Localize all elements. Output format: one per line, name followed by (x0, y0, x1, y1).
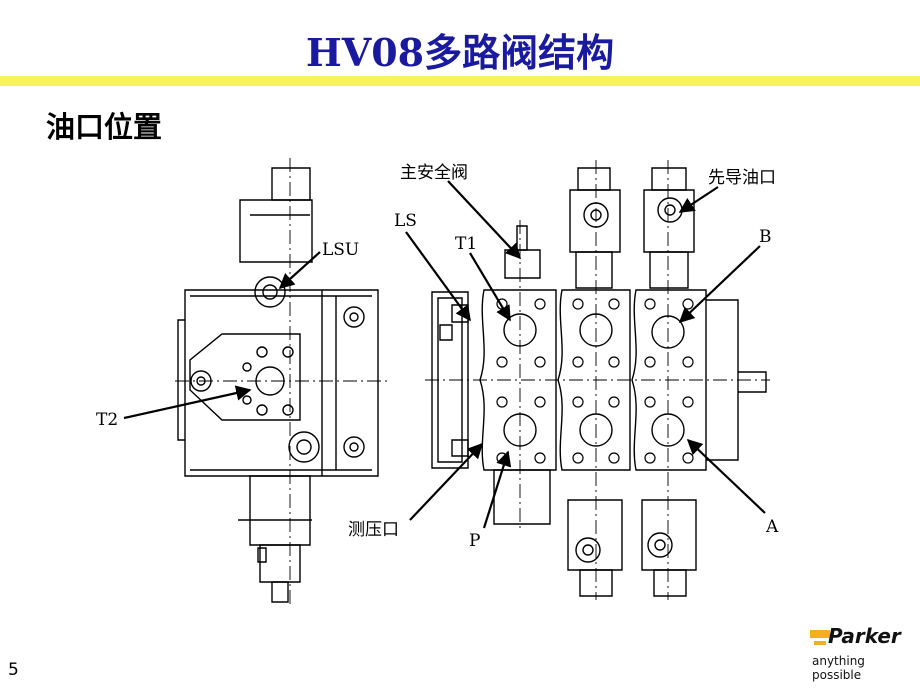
slide-title: HV08多路阀结构 (305, 30, 615, 75)
logo-accent-bar-small (814, 641, 826, 645)
label-lsu: LSU (322, 240, 360, 260)
title-underline (0, 76, 920, 86)
label-t2: T2 (96, 410, 119, 430)
parker-logo: Parker anything possible (810, 620, 916, 682)
label-a: A (766, 517, 779, 537)
label-p: P (469, 531, 481, 551)
label-b: B (759, 227, 772, 247)
label-main-relief-valve: 主安全阀 (400, 163, 468, 183)
label-t1: T1 (455, 234, 478, 254)
label-pilot-port: 先导油口 (708, 168, 776, 188)
front-view (431, 167, 767, 597)
page-number: 5 (8, 660, 19, 680)
label-ls: LS (394, 211, 417, 231)
label-gauge-port: 测压口 (348, 520, 399, 540)
slide-subtitle: 油口位置 (46, 110, 163, 144)
logo-accent-bar (810, 630, 830, 638)
logo-brand: Parker (828, 624, 901, 648)
logo-tagline: anything possible (812, 654, 865, 682)
